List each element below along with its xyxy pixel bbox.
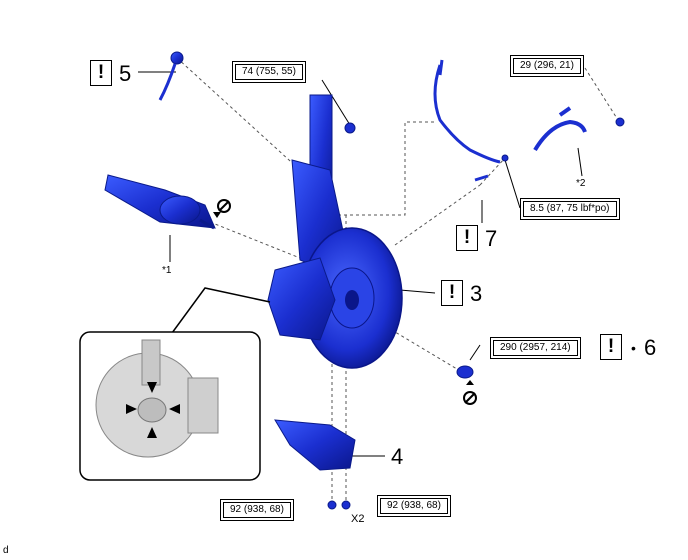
torque-spec-8-5: 8.5 (87, 75 lbf*po) — [520, 198, 620, 220]
torque-value: 92 (938, 68) — [380, 498, 448, 514]
solid-leader-lines — [138, 71, 583, 457]
torque-spec-92-right: 92 (938, 68) — [377, 495, 451, 517]
no-reuse-icon — [463, 380, 477, 405]
detail-inset — [79, 287, 271, 481]
brake-disc — [301, 227, 403, 369]
torque-spec-92-left: 92 (938, 68) — [220, 499, 294, 521]
corner-mark: d — [3, 545, 9, 556]
quantity-x2: X2 — [351, 513, 365, 525]
warning-icon: ! — [600, 334, 622, 360]
part-number-3: 3 — [470, 281, 483, 306]
part-number-5: 5 — [119, 61, 132, 86]
torque-value: 29 (296, 21) — [513, 58, 581, 74]
warning-icon: ! — [441, 280, 463, 306]
lower-arm — [274, 419, 356, 471]
torque-spec-29: 29 (296, 21) — [510, 55, 584, 77]
torque-value: 8.5 (87, 75 lbf*po) — [523, 201, 617, 217]
warning-icon: ! — [90, 60, 112, 86]
part-number-6: 6 — [644, 335, 657, 360]
torque-value: 290 (2957, 214) — [493, 340, 578, 356]
bullet-marker: • — [631, 340, 636, 356]
part-number-7: 7 — [485, 226, 498, 251]
part-number-4: 4 — [391, 444, 404, 469]
torque-spec-290: 290 (2957, 214) — [490, 337, 581, 359]
warning-icon: ! — [456, 225, 478, 251]
part-5-pin — [158, 51, 184, 101]
fasteners — [327, 117, 625, 510]
brake-caliper — [267, 257, 336, 341]
note-star-1: *1 — [162, 265, 172, 276]
torque-value: 74 (755, 55) — [235, 64, 303, 80]
pointer-arrow-icon — [126, 382, 180, 438]
torque-spec-74: 74 (755, 55) — [232, 61, 306, 83]
brake-hose — [533, 106, 587, 152]
note-star-2: *2 — [576, 178, 586, 189]
drive-shaft — [104, 174, 216, 230]
no-reuse-icon — [213, 199, 231, 218]
speed-sensor-harness — [433, 59, 501, 182]
torque-value: 92 (938, 68) — [223, 502, 291, 518]
